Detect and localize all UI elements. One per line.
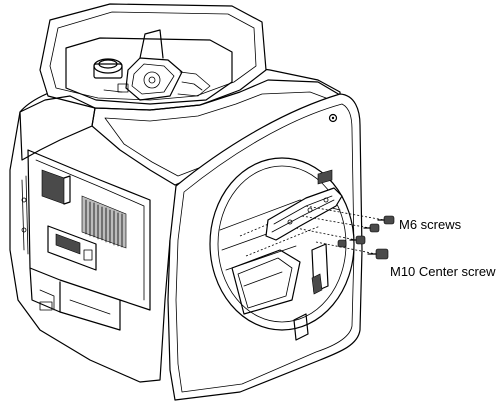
m6-screws-label: M6 screws <box>399 217 462 232</box>
screw-icon <box>367 248 389 260</box>
front-bore-opening <box>209 157 355 331</box>
screw-icon <box>349 235 366 245</box>
screw-icon <box>337 239 347 248</box>
screw-icon <box>377 215 395 225</box>
m10-center-screw <box>315 241 389 260</box>
top-cover-fan-assembly <box>93 29 211 101</box>
left-side-electronics-panel <box>21 149 151 331</box>
bracket-assembly <box>265 169 343 341</box>
m6-screws <box>295 205 395 248</box>
m10-center-screw-label: M10 Center screw <box>390 264 496 279</box>
screw-icon <box>363 223 380 233</box>
